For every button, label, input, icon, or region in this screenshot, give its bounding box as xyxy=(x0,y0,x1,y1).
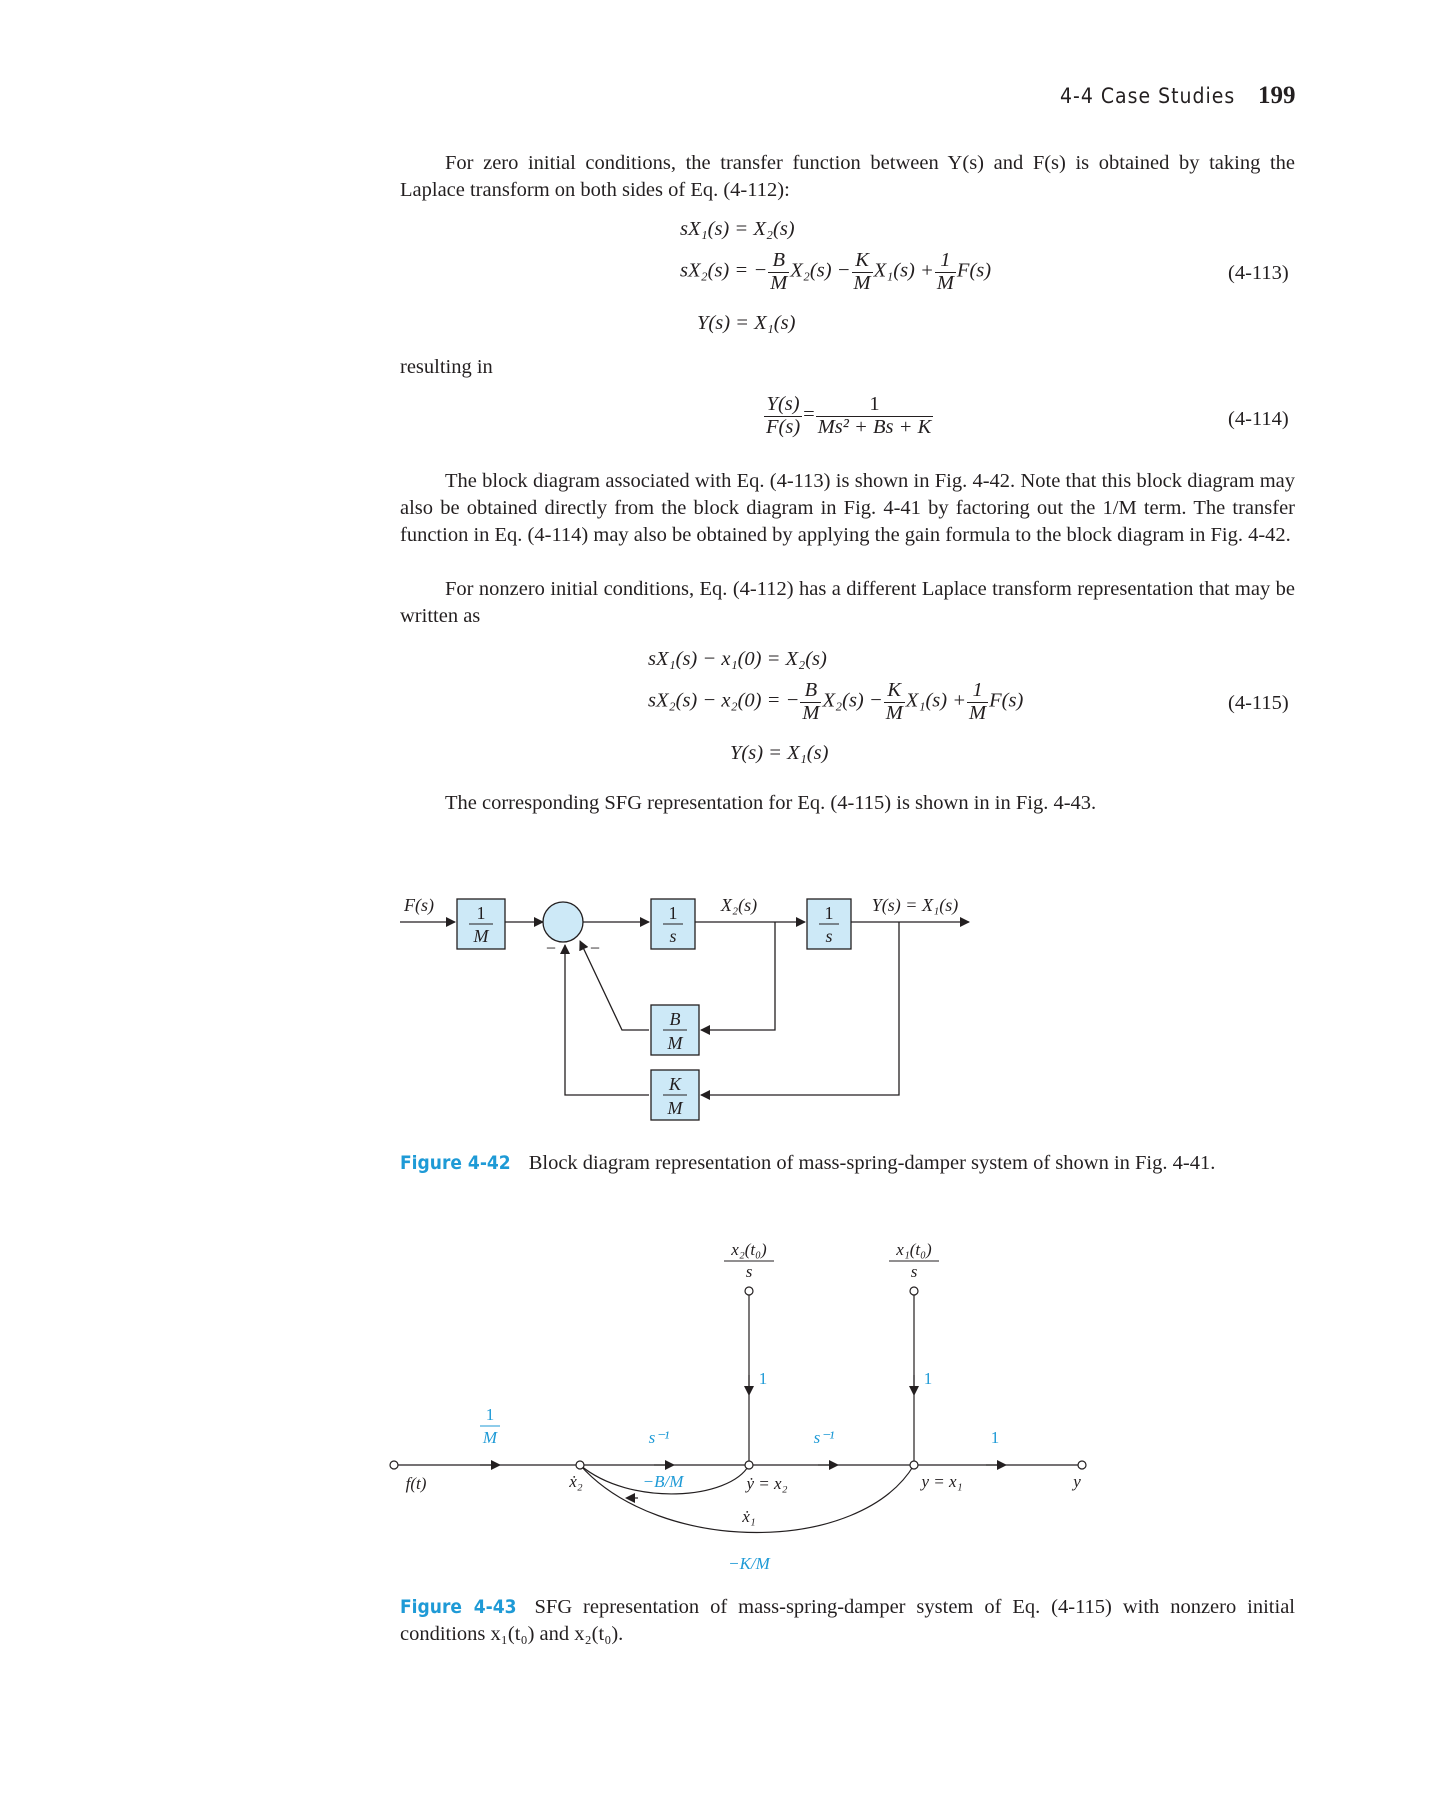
eq114-eq: = xyxy=(803,403,815,426)
block-diagram-fig-4-42: F(s) 1 M 1 s 1 s X₂(s) Y(s) = X₁(s) B M … xyxy=(400,895,970,1121)
eq115-line3: Y(s) = X₁(s) xyxy=(730,742,829,764)
node-y-x1 xyxy=(909,1460,919,1470)
paragraph-sfg: The corresponding SFG representation for… xyxy=(445,792,1097,814)
sign-minus-2: − xyxy=(590,938,600,958)
eq113-x1: X₁(s) + xyxy=(873,259,934,282)
k-den: M xyxy=(667,1098,684,1118)
x2-label: X₂(s) xyxy=(720,895,757,916)
eq113-lhs: sX₂(s) = − xyxy=(680,259,768,282)
node-x2dot xyxy=(575,1460,585,1470)
node-f xyxy=(389,1460,399,1470)
sinv-1: s⁻¹ xyxy=(649,1428,670,1447)
gain-num: 1 xyxy=(477,903,486,923)
integrator-block-1 xyxy=(650,898,696,950)
gain-1m-den: M xyxy=(482,1428,498,1447)
eq115-f: F(s) xyxy=(989,689,1024,712)
frac-m3: M xyxy=(936,271,954,294)
eq114-den: F(s) xyxy=(766,415,801,438)
eq114-number: (4-114) xyxy=(1228,408,1289,430)
int2-den: s xyxy=(825,926,832,946)
eq113-line3: Y(s) = X₁(s) xyxy=(697,312,796,334)
frac-k: K xyxy=(883,679,905,703)
output-label: Y(s) = X₁(s) xyxy=(872,895,958,916)
int1-num: 1 xyxy=(669,903,678,923)
int1-den: s xyxy=(669,926,676,946)
eq114-rnum: 1 xyxy=(815,393,934,417)
resulting-in: resulting in xyxy=(400,356,493,378)
gain-km: −K/M xyxy=(728,1554,771,1573)
gain-out: 1 xyxy=(991,1428,1000,1447)
eq113-line1: sX₁(s) = X₂(s) xyxy=(680,218,795,240)
ydot-label: ẏ = x₂ xyxy=(745,1474,788,1493)
frac-m3: M xyxy=(969,701,987,724)
gain-ic2: 1 xyxy=(759,1369,768,1388)
eq113-x2: X₂(s) − xyxy=(790,259,851,282)
sinv-2: s⁻¹ xyxy=(814,1428,835,1447)
eq115-x1: X₁(s) + xyxy=(905,689,967,712)
f-label: f(t) xyxy=(406,1474,427,1493)
ic2-num: x₂(t₀) xyxy=(730,1240,767,1259)
b-num: B xyxy=(670,1009,681,1029)
x1dot-label: ẋ₁ xyxy=(741,1507,755,1526)
eq114-rden: Ms² + Bs + K xyxy=(817,415,932,438)
frac-1: 1 xyxy=(967,679,989,703)
summing-junction xyxy=(542,901,584,943)
running-head: 4-4 Case Studies xyxy=(1060,84,1236,108)
y-label: y xyxy=(1071,1472,1081,1491)
eq113-number: (4-113) xyxy=(1228,262,1289,284)
caption-text-4-42: Block diagram representation of mass-spr… xyxy=(528,1152,1216,1174)
node-ydot xyxy=(744,1460,754,1470)
paragraph-block-diagram: The block diagram associated with Eq. (4… xyxy=(400,470,1295,546)
eq115-x2: X₂(s) − xyxy=(822,689,883,712)
frac-m2: M xyxy=(885,701,903,724)
frac-1: 1 xyxy=(934,249,956,273)
sign-minus-1: − xyxy=(546,938,556,958)
frac-m: M xyxy=(802,701,820,724)
y-x1-label: y = x₁ xyxy=(920,1472,963,1491)
caption-fig-4-42: Figure 4-42 Block diagram representation … xyxy=(400,1150,1295,1177)
frac-k: K xyxy=(851,249,873,273)
eq115-line1: sX₁(s) − x₁(0) = X₂(s) xyxy=(648,648,827,670)
ic1-num: x₁(t₀) xyxy=(895,1240,932,1259)
x2dot-label: ẋ₂ xyxy=(568,1472,583,1491)
node-y xyxy=(1077,1460,1087,1470)
page-number: 199 xyxy=(1258,82,1296,109)
frac-m2: M xyxy=(853,271,871,294)
paragraph-nonzero: For nonzero initial conditions, Eq. (4-1… xyxy=(400,578,1295,627)
gain-bm: −B/M xyxy=(643,1472,685,1491)
caption-text-4-43: SFG representation of mass-spring-damper… xyxy=(400,1596,1295,1645)
ic2-den: s xyxy=(746,1262,753,1281)
frac-m: M xyxy=(770,271,788,294)
gain-1m-num: 1 xyxy=(486,1405,495,1424)
node-ic1 xyxy=(909,1286,919,1296)
frac-b: B xyxy=(768,249,790,273)
b-den: M xyxy=(667,1033,684,1053)
eq113-f: F(s) xyxy=(956,259,992,282)
gain-ic1: 1 xyxy=(924,1369,933,1388)
figure-label-4-43: Figure 4-43 xyxy=(400,1596,517,1618)
figure-label-4-42: Figure 4-42 xyxy=(400,1152,511,1174)
sfg-fig-4-43: x₂(t₀) s x₁(t₀) s f(t) ẋ₂ ẏ = x₂ ẋ₁ y = … xyxy=(389,1240,1087,1573)
k-num: K xyxy=(668,1074,682,1094)
eq114-num: Y(s) xyxy=(764,393,803,417)
frac-b: B xyxy=(800,679,822,703)
int2-num: 1 xyxy=(825,903,834,923)
eq115-lhs: sX₂(s) − x₂(0) = − xyxy=(648,689,800,712)
input-label: F(s) xyxy=(403,895,434,916)
ic1-den: s xyxy=(911,1262,918,1281)
gain-den: M xyxy=(473,926,490,946)
paragraph-intro: For zero initial conditions, the transfe… xyxy=(400,152,1295,201)
node-ic2 xyxy=(744,1286,754,1296)
eq115-number: (4-115) xyxy=(1228,692,1289,714)
